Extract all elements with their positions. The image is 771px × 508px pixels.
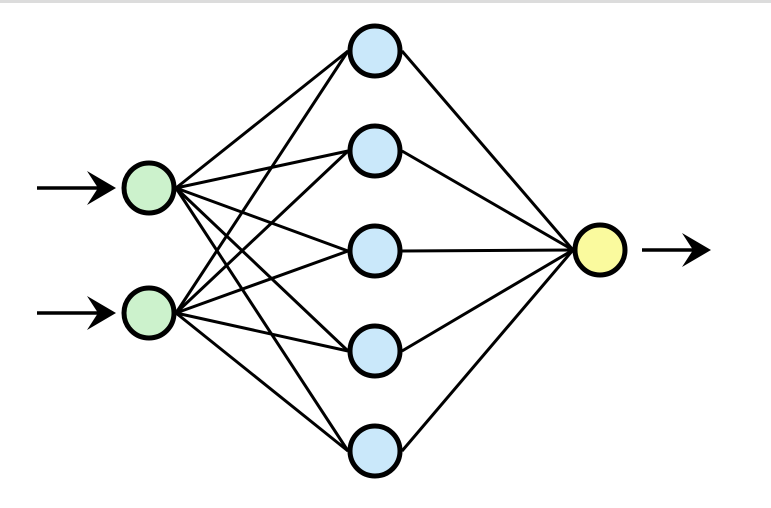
hidden-node-5 <box>347 423 403 479</box>
edge-input-node-1-to-hidden-node-2 <box>175 149 349 190</box>
edge-input-node-2-to-hidden-node-2 <box>174 149 350 315</box>
input-node-2 <box>121 285 177 341</box>
edge-input-node-2-to-hidden-node-3 <box>175 249 349 315</box>
output-arrow-1-head <box>682 233 711 267</box>
input-arrow-2-head <box>87 296 116 330</box>
edge-input-node-2-to-hidden-node-5 <box>175 311 349 453</box>
edge-hidden-node-1-to-output-node-1 <box>400 50 575 251</box>
hidden-node-1 <box>347 23 403 79</box>
input-arrow-1-head <box>87 171 116 205</box>
edge-hidden-node-5-to-output-node-1 <box>400 249 575 452</box>
hidden-node-4 <box>347 323 403 379</box>
edge-input-node-1-to-hidden-node-3 <box>175 186 349 253</box>
window-top-border <box>0 0 771 3</box>
edge-hidden-node-3-to-output-node-1 <box>401 248 574 253</box>
edge-input-node-2-to-hidden-node-4 <box>175 311 349 353</box>
edge-hidden-node-2-to-output-node-1 <box>401 149 574 252</box>
output-node-1 <box>572 222 628 278</box>
edge-input-node-1-to-hidden-node-1 <box>175 49 349 190</box>
edge-hidden-node-4-to-output-node-1 <box>401 248 574 353</box>
hidden-node-2 <box>347 123 403 179</box>
hidden-node-3 <box>347 223 403 279</box>
edge-input-node-1-to-hidden-node-5 <box>174 187 350 452</box>
input-node-1 <box>121 160 177 216</box>
edge-input-node-1-to-hidden-node-4 <box>174 186 350 353</box>
edge-input-node-2-to-hidden-node-1 <box>174 50 350 314</box>
